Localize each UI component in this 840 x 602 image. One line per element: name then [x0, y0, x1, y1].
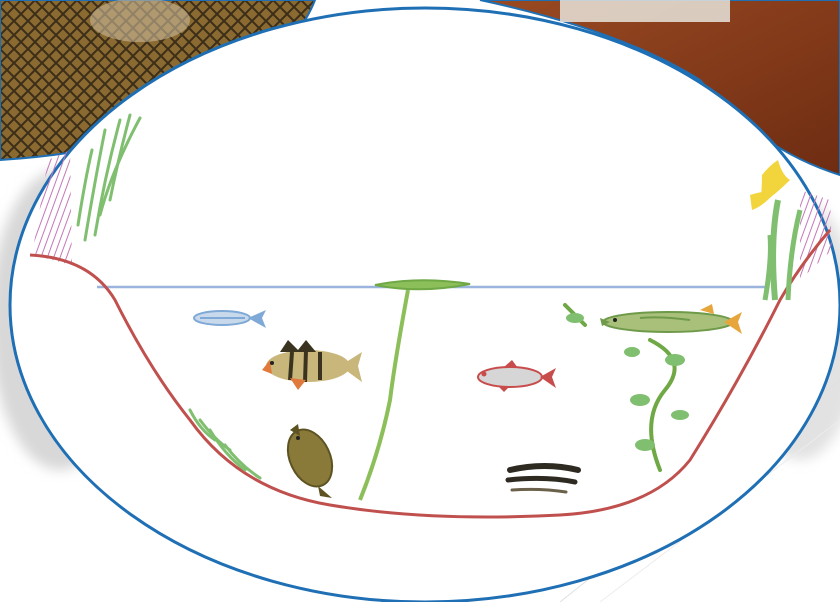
lake-ellipse	[10, 8, 840, 602]
